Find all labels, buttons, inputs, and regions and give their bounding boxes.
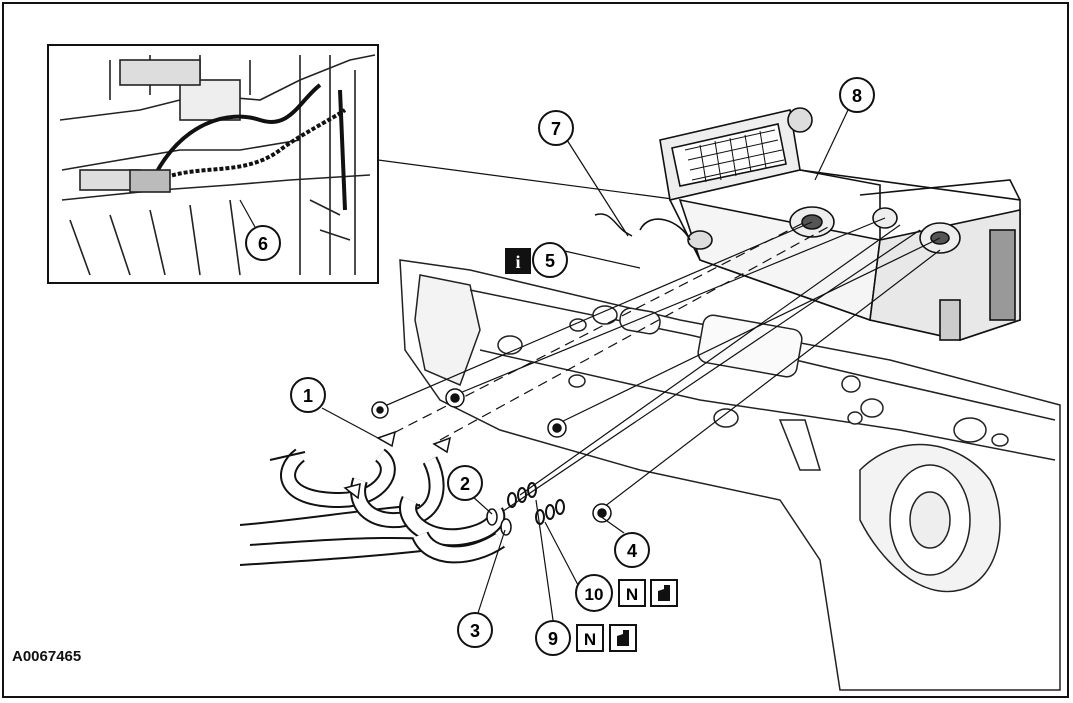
callout-6-label: 6: [258, 234, 268, 254]
figure-code: A0067465: [12, 648, 82, 665]
callout-2-label: 2: [460, 474, 470, 494]
new-part-symbol-10-glyph: N: [626, 585, 638, 604]
leader-lines: [321, 109, 849, 621]
callout-3-label: 3: [470, 621, 480, 641]
callout-1: 1: [290, 377, 326, 413]
callout-8: 8: [839, 77, 875, 113]
lubricate-icon-10: [658, 585, 670, 601]
callout-1-label: 1: [303, 386, 313, 406]
lubricate-icon-9: [617, 630, 629, 646]
hvac-housing: [639, 107, 1021, 341]
callout-4-label: 4: [627, 541, 637, 561]
callout-8-label: 8: [852, 86, 862, 106]
callout-4: 4: [614, 532, 650, 568]
callout-3: 3: [457, 612, 493, 648]
inset-link-line: [377, 159, 681, 201]
inset-detail-view: 6: [47, 44, 379, 284]
callout-6-bubble: [245, 225, 281, 261]
new-part-symbol-9-glyph: N: [584, 630, 596, 649]
callout-10-label: 10: [585, 585, 604, 604]
heater-hoses: [239, 448, 506, 566]
callout-2: 2: [447, 465, 483, 501]
new-part-symbol-10: [618, 579, 646, 607]
new-part-symbol-9: [576, 624, 604, 652]
callout-5: i 5: [505, 242, 568, 278]
alignment-lines: [379, 217, 941, 521]
callout-7-label: 7: [551, 119, 561, 139]
callout-6-leader: [239, 199, 256, 228]
callout-9: 9 N: [535, 620, 637, 656]
info-symbol-glyph: i: [515, 252, 520, 272]
callout-7: 7: [538, 110, 574, 146]
info-symbol: [505, 248, 531, 274]
callout-5-label: 5: [545, 251, 555, 271]
dash-panel: [399, 259, 1061, 691]
callout-10: 10 N: [575, 574, 678, 612]
callout-9-label: 9: [548, 629, 558, 649]
lubricate-symbol-10: [650, 579, 678, 607]
